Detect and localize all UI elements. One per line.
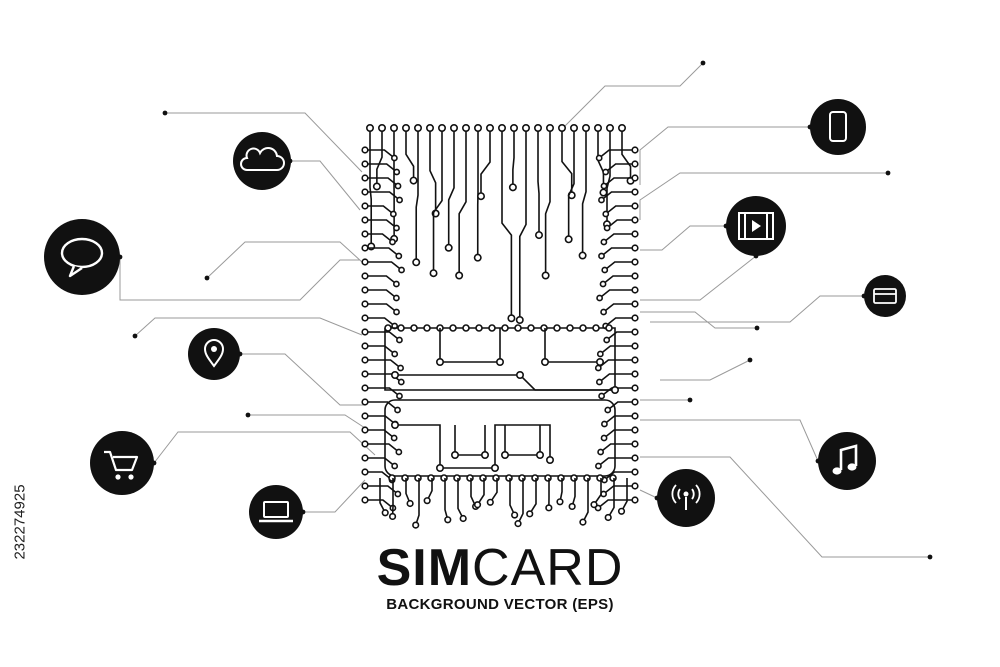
speech-bubble-icon (44, 219, 120, 295)
sim-card-circuit (361, 124, 639, 529)
music-note-icon (818, 432, 876, 490)
title-bold: SIM (376, 539, 473, 597)
cloud-icon (233, 132, 291, 190)
connector-lines (117, 60, 933, 560)
location-pin-icon (188, 328, 240, 380)
video-player-icon (726, 196, 786, 256)
credit-card-icon (864, 275, 906, 317)
page-title: SIMCARD (0, 540, 1000, 596)
shopping-cart-icon (90, 431, 154, 495)
stock-id-label: 232274925 (10, 432, 30, 612)
page-subtitle: BACKGROUND VECTOR (EPS) (386, 596, 614, 613)
title-light: CARD (472, 539, 624, 597)
smartphone-icon (810, 99, 866, 155)
laptop-icon (249, 485, 303, 539)
wireless-signal-icon (657, 469, 715, 527)
stock-id-text: 232274925 (11, 484, 29, 560)
